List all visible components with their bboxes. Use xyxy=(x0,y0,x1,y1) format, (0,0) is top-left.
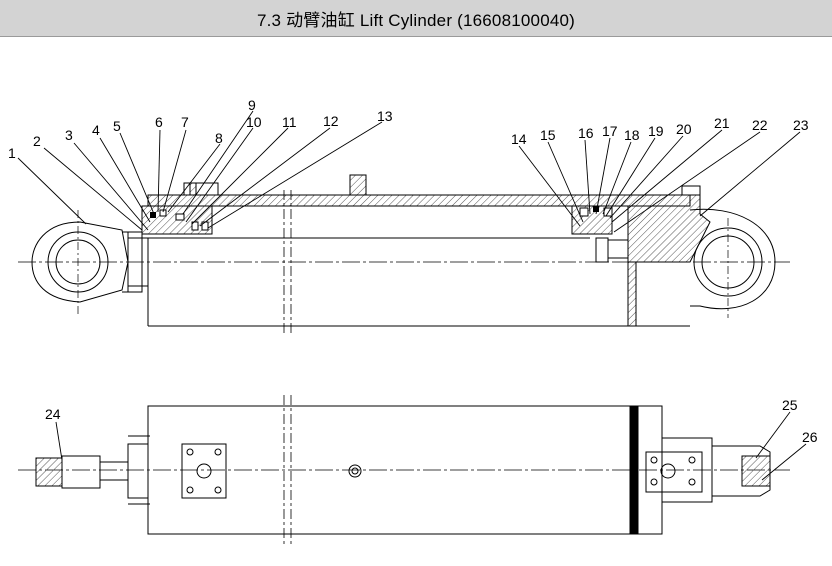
lock-bar xyxy=(627,261,637,327)
rod-end xyxy=(35,435,150,505)
callout-numbers: 1 2 3 4 5 6 7 8 9 10 11 12 13 14 15 16 1… xyxy=(8,97,818,445)
callout-23: 23 xyxy=(793,117,809,133)
port-block-left xyxy=(181,443,227,499)
page-header: 7.3 动臂油缸 Lift Cylinder (16608100040) xyxy=(0,0,832,37)
leader-lines-top xyxy=(17,110,801,233)
callout-19: 19 xyxy=(648,123,664,139)
callout-14: 14 xyxy=(511,131,527,147)
callout-20: 20 xyxy=(676,121,692,137)
callout-18: 18 xyxy=(624,127,640,143)
bottom-view xyxy=(18,395,790,545)
callout-21: 21 xyxy=(714,115,730,131)
callout-6: 6 xyxy=(155,114,163,130)
callout-17: 17 xyxy=(602,123,618,139)
callout-11: 11 xyxy=(282,114,297,130)
callout-7: 7 xyxy=(181,114,189,130)
piston xyxy=(571,205,628,263)
port-block-right xyxy=(645,451,703,493)
callout-10: 10 xyxy=(246,114,262,130)
oil-port xyxy=(349,174,367,196)
piston-rod xyxy=(128,231,590,293)
callout-8: 8 xyxy=(215,130,223,146)
end-cap xyxy=(627,185,711,263)
callout-15: 15 xyxy=(540,127,556,143)
callout-12: 12 xyxy=(323,113,339,129)
lift-cylinder-drawing: 1 2 3 4 5 6 7 8 9 10 11 12 13 14 15 16 1… xyxy=(8,97,818,545)
gland xyxy=(141,182,219,235)
callout-1: 1 xyxy=(8,145,16,161)
base-clevis xyxy=(662,437,771,503)
barrel-external xyxy=(147,405,663,535)
callout-4: 4 xyxy=(92,122,100,138)
callout-25: 25 xyxy=(782,397,798,413)
callout-24: 24 xyxy=(45,406,61,422)
callout-16: 16 xyxy=(578,125,594,141)
callout-2: 2 xyxy=(33,133,41,149)
top-view xyxy=(18,174,790,335)
center-port xyxy=(348,464,362,478)
callout-13: 13 xyxy=(377,108,393,124)
callout-26: 26 xyxy=(802,429,818,445)
right-clevis-eye xyxy=(689,208,776,318)
callout-5: 5 xyxy=(113,118,121,134)
callout-3: 3 xyxy=(65,127,73,143)
callout-22: 22 xyxy=(752,117,768,133)
left-rod-eye xyxy=(31,210,129,315)
page-title: 7.3 动臂油缸 Lift Cylinder (16608100040) xyxy=(256,10,576,30)
leader-lines-bottom xyxy=(55,411,807,481)
callout-9: 9 xyxy=(248,97,256,113)
